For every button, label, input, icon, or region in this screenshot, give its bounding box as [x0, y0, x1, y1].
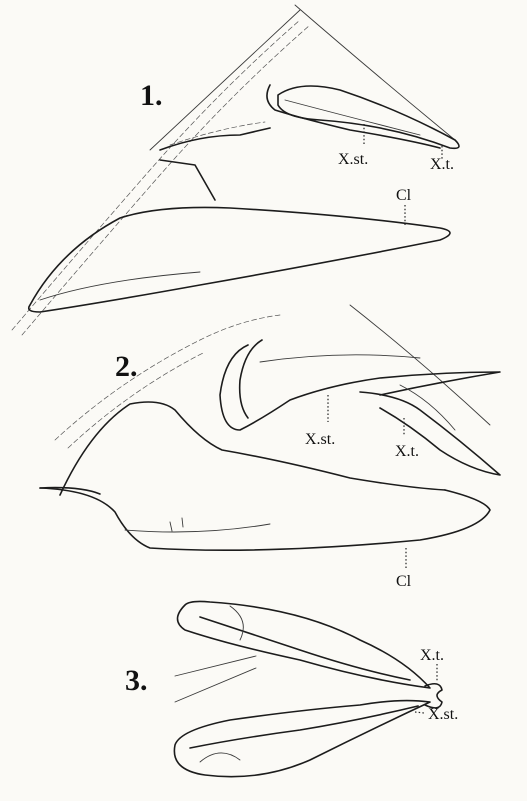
- figure-2-number: 2.: [115, 350, 138, 383]
- figure-1-x-st-label: X.st.: [338, 151, 368, 168]
- figure-2-cl-blade: [40, 488, 490, 550]
- figure-2-x-st-process: [220, 345, 500, 430]
- figure-2: 2. X.st. X.t. Cl: [40, 305, 500, 590]
- figure-3-upper-lobe: [178, 601, 431, 688]
- figure-2-cl-label: Cl: [396, 573, 412, 590]
- figure-1: 1. X.st. X.t. Cl: [12, 5, 459, 335]
- figure-1-cl-blade: [29, 207, 450, 312]
- figure-3: 3. X.t. X.st.: [125, 601, 458, 776]
- figure-2-x-st-label: X.st.: [305, 431, 335, 448]
- figure-2-x-t-label: X.t.: [395, 443, 419, 460]
- figure-3-x-st-label: X.st.: [428, 706, 458, 723]
- figure-1-cl-label: Cl: [396, 187, 412, 204]
- figure-1-x-t-label: X.t.: [430, 156, 454, 173]
- figure-1-number: 1.: [140, 79, 163, 112]
- figure-1-x-t-process: [278, 86, 459, 148]
- figure-3-x-t-label: X.t.: [420, 647, 444, 664]
- figure-3-number: 3.: [125, 664, 148, 697]
